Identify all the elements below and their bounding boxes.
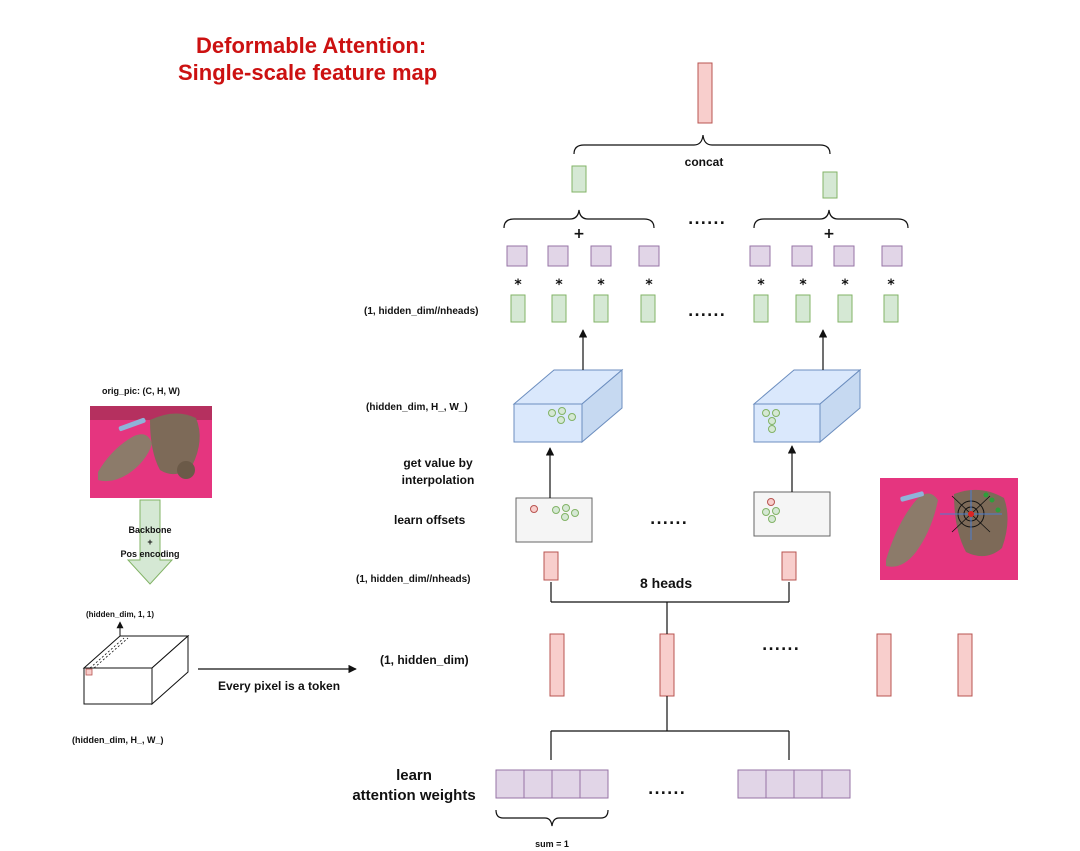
brace-icon xyxy=(495,809,609,827)
multiply-sign: * xyxy=(799,277,807,293)
learn-offsets-label: learn offsets xyxy=(394,513,466,527)
backbone-label: Backbone xyxy=(128,525,171,535)
sum-plus-right: + xyxy=(823,226,835,242)
multiply-sign: * xyxy=(841,277,849,293)
sum-eq-one-label: sum = 1 xyxy=(535,839,569,849)
value-block-right xyxy=(752,368,862,444)
value-block-left xyxy=(512,368,624,444)
title-line-2: Single-scale feature map xyxy=(178,60,437,85)
sampled-values-right xyxy=(753,294,899,323)
attention-weights-right xyxy=(737,769,851,799)
heads-split-lines xyxy=(550,582,790,634)
title-line-1: Deformable Attention: xyxy=(196,33,426,58)
get-value-label-1: get value by xyxy=(403,456,473,470)
multiply-signs: * * * * * * * * xyxy=(514,277,895,293)
feature-top-dim-label: (hidden_dim, 1, 1) xyxy=(86,610,154,619)
token-dim-label: (1, hidden_dim) xyxy=(380,653,469,667)
brace-icon xyxy=(503,209,655,229)
learn-attn-label-1: learn xyxy=(396,767,432,784)
head-output-bar xyxy=(822,171,838,199)
orig-pic-label: orig_pic: (C, H, W) xyxy=(102,386,180,396)
multiply-sign: * xyxy=(555,277,563,293)
head-dim-upper-label: (1, hidden_dim//nheads) xyxy=(364,306,478,317)
offset-box-right xyxy=(753,491,831,537)
output-bar xyxy=(697,62,713,124)
attention-weight-tree xyxy=(550,696,790,760)
every-pixel-label: Every pixel is a token xyxy=(218,679,340,693)
token-bar xyxy=(876,633,892,697)
head-query-bar xyxy=(543,551,559,581)
sampled-values-left xyxy=(510,294,656,323)
backbone-arrow xyxy=(126,499,174,585)
head-output-bar xyxy=(571,165,587,193)
feature-map-cube xyxy=(82,634,190,706)
sum-plus-left: + xyxy=(573,226,585,242)
sampling-grid-icon xyxy=(880,478,1018,580)
learn-attn-label-2: attention weights xyxy=(352,787,475,804)
multiply-sign: * xyxy=(597,277,605,293)
value-dim-label: (hidden_dim, H_, W_) xyxy=(366,402,468,413)
multiply-sign: * xyxy=(757,277,765,293)
offsets-ellipsis: ...... xyxy=(650,512,688,528)
offset-box-left xyxy=(515,497,593,543)
attn-ellipsis: ...... xyxy=(648,782,686,798)
token-bar xyxy=(957,633,973,697)
multiply-sign: * xyxy=(645,277,653,293)
multiply-sign: * xyxy=(887,277,895,293)
head-weights-right xyxy=(749,245,903,267)
multiply-sign: * xyxy=(514,277,522,293)
sum-ellipsis: ...... xyxy=(688,212,726,228)
token-bar xyxy=(549,633,565,697)
attention-weights-left xyxy=(495,769,609,799)
pos-encoding-label: Pos encoding xyxy=(120,549,179,559)
cat-photo-image xyxy=(90,406,212,498)
brace-icon xyxy=(573,134,831,155)
values-ellipsis: ...... xyxy=(688,304,726,320)
token-bar xyxy=(659,633,675,697)
get-value-label-2: interpolation xyxy=(402,473,475,487)
eight-heads-label: 8 heads xyxy=(640,575,692,591)
token-ellipsis: ...... xyxy=(762,638,800,654)
brace-icon xyxy=(753,209,909,229)
head-weights-left xyxy=(506,245,660,267)
head-dim-lower-label: (1, hidden_dim//nheads) xyxy=(356,574,470,585)
concat-label: concat xyxy=(685,155,724,169)
feature-bottom-dim-label: (hidden_dim, H_, W_) xyxy=(72,735,164,745)
backbone-plus: + xyxy=(147,537,152,547)
head-query-bar xyxy=(781,551,797,581)
